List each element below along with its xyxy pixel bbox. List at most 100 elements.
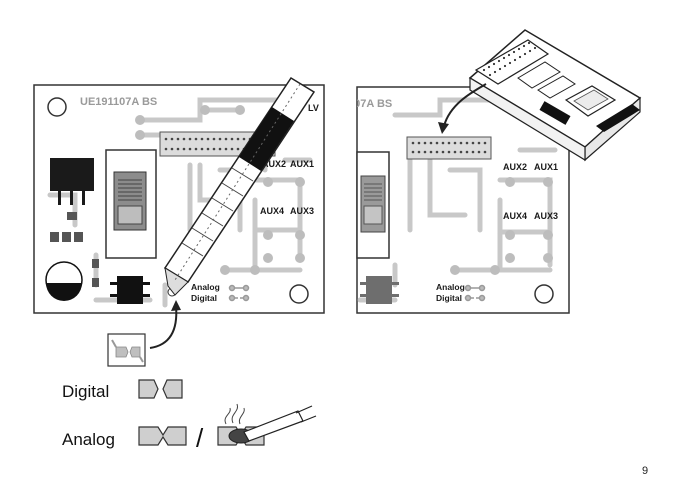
left-label-aux4: AUX4: [260, 206, 284, 216]
header-pin: [194, 137, 198, 141]
left-mounting-hole-top: [47, 97, 67, 117]
header-pin: [417, 150, 421, 154]
header-pin: [236, 147, 240, 151]
module-pin: [518, 55, 522, 59]
left-capacitor: [45, 261, 83, 301]
header-pin: [429, 141, 433, 145]
module-pin: [523, 52, 527, 56]
module-pin: [513, 58, 517, 62]
header-pin: [224, 147, 228, 151]
right-pin-header: [406, 136, 492, 160]
header-pin: [218, 147, 222, 151]
header-pin: [429, 150, 433, 154]
left-label-digital: Digital: [191, 293, 217, 303]
zoom-arrow: [149, 305, 178, 349]
right-label-aux1: AUX1: [534, 162, 558, 172]
header-pin: [194, 147, 198, 151]
left-small-components: [50, 212, 99, 287]
right-mounting-hole-bottom: [534, 284, 554, 304]
module-pin: [492, 62, 496, 66]
module-pin: [487, 65, 491, 69]
left-slide-switch: [105, 149, 157, 259]
module-pin: [493, 70, 497, 74]
header-pin: [182, 147, 186, 151]
header-pin: [206, 147, 210, 151]
left-solder-pads: [135, 105, 305, 275]
header-pin: [453, 150, 457, 154]
legend: Digital Analog /: [62, 379, 317, 453]
header-pin: [224, 137, 228, 141]
header-pin: [465, 141, 469, 145]
module-pin: [482, 68, 486, 72]
soldering-iron-icon: [217, 403, 317, 446]
module-pin: [488, 73, 492, 77]
header-pin: [471, 141, 475, 145]
left-board-id: UE191107A BS: [80, 96, 157, 108]
module-pin: [527, 41, 531, 45]
module-pin: [528, 49, 532, 53]
page-number: 9: [642, 465, 648, 477]
left-label-analog: Analog: [191, 282, 220, 292]
right-solder-jumper: [464, 284, 486, 302]
right-slide-switch: [356, 151, 390, 259]
module-pin: [498, 67, 502, 71]
header-pin: [483, 150, 487, 154]
header-pin: [230, 147, 234, 151]
header-pin: [477, 141, 481, 145]
left-label-aux2: AUX2: [262, 159, 286, 169]
header-pin: [218, 137, 222, 141]
header-pin: [206, 137, 210, 141]
header-pin: [441, 150, 445, 154]
module-pin: [502, 56, 506, 60]
header-pin: [188, 147, 192, 151]
left-mounting-hole-bottom: [289, 284, 309, 304]
header-pin: [411, 141, 415, 145]
right-label-aux3: AUX3: [534, 211, 558, 221]
header-pin: [435, 141, 439, 145]
right-pcb-board: UE191107A BS: [315, 86, 570, 314]
header-pin: [182, 137, 186, 141]
right-label-aux4: AUX4: [503, 211, 527, 221]
right-label-digital: Digital: [436, 293, 462, 303]
header-pin: [170, 147, 174, 151]
module-pin: [507, 53, 511, 57]
module-pin: [517, 47, 521, 51]
header-pin: [477, 150, 481, 154]
module-pin: [503, 64, 507, 68]
legend-digital-label: Digital: [62, 382, 109, 401]
module-pin: [522, 44, 526, 48]
right-pcb-traces: [357, 97, 558, 303]
zoom-arrow-head: [171, 300, 181, 311]
module-pin: [512, 50, 516, 54]
header-pin: [423, 150, 427, 154]
header-pin: [447, 141, 451, 145]
header-pin: [441, 141, 445, 145]
left-label-aux3: AUX3: [290, 206, 314, 216]
jumper-zoom-inset: [107, 333, 146, 367]
header-pin: [188, 137, 192, 141]
header-pin: [164, 137, 168, 141]
header-pin: [164, 147, 168, 151]
right-board-id-clip: UE191107A BS: [315, 98, 392, 110]
header-pin: [236, 137, 240, 141]
header-pin: [423, 141, 427, 145]
header-pin: [459, 150, 463, 154]
right-label-aux2: AUX2: [503, 162, 527, 172]
legend-separator: /: [196, 423, 204, 453]
left-voltage-regulator: [50, 158, 94, 205]
header-pin: [242, 137, 246, 141]
module-pin: [508, 61, 512, 65]
right-board-id: UE191107A BS: [315, 98, 392, 110]
header-pin: [459, 141, 463, 145]
header-pin: [447, 150, 451, 154]
left-solder-jumper: [228, 284, 250, 302]
header-pin: [435, 150, 439, 154]
header-pin: [212, 137, 216, 141]
header-pin: [230, 137, 234, 141]
header-pin: [465, 150, 469, 154]
analog-jumper-bridged-icon: [138, 426, 187, 446]
insert-arrow-head: [438, 122, 449, 134]
header-pin: [471, 150, 475, 154]
header-pin: [200, 137, 204, 141]
